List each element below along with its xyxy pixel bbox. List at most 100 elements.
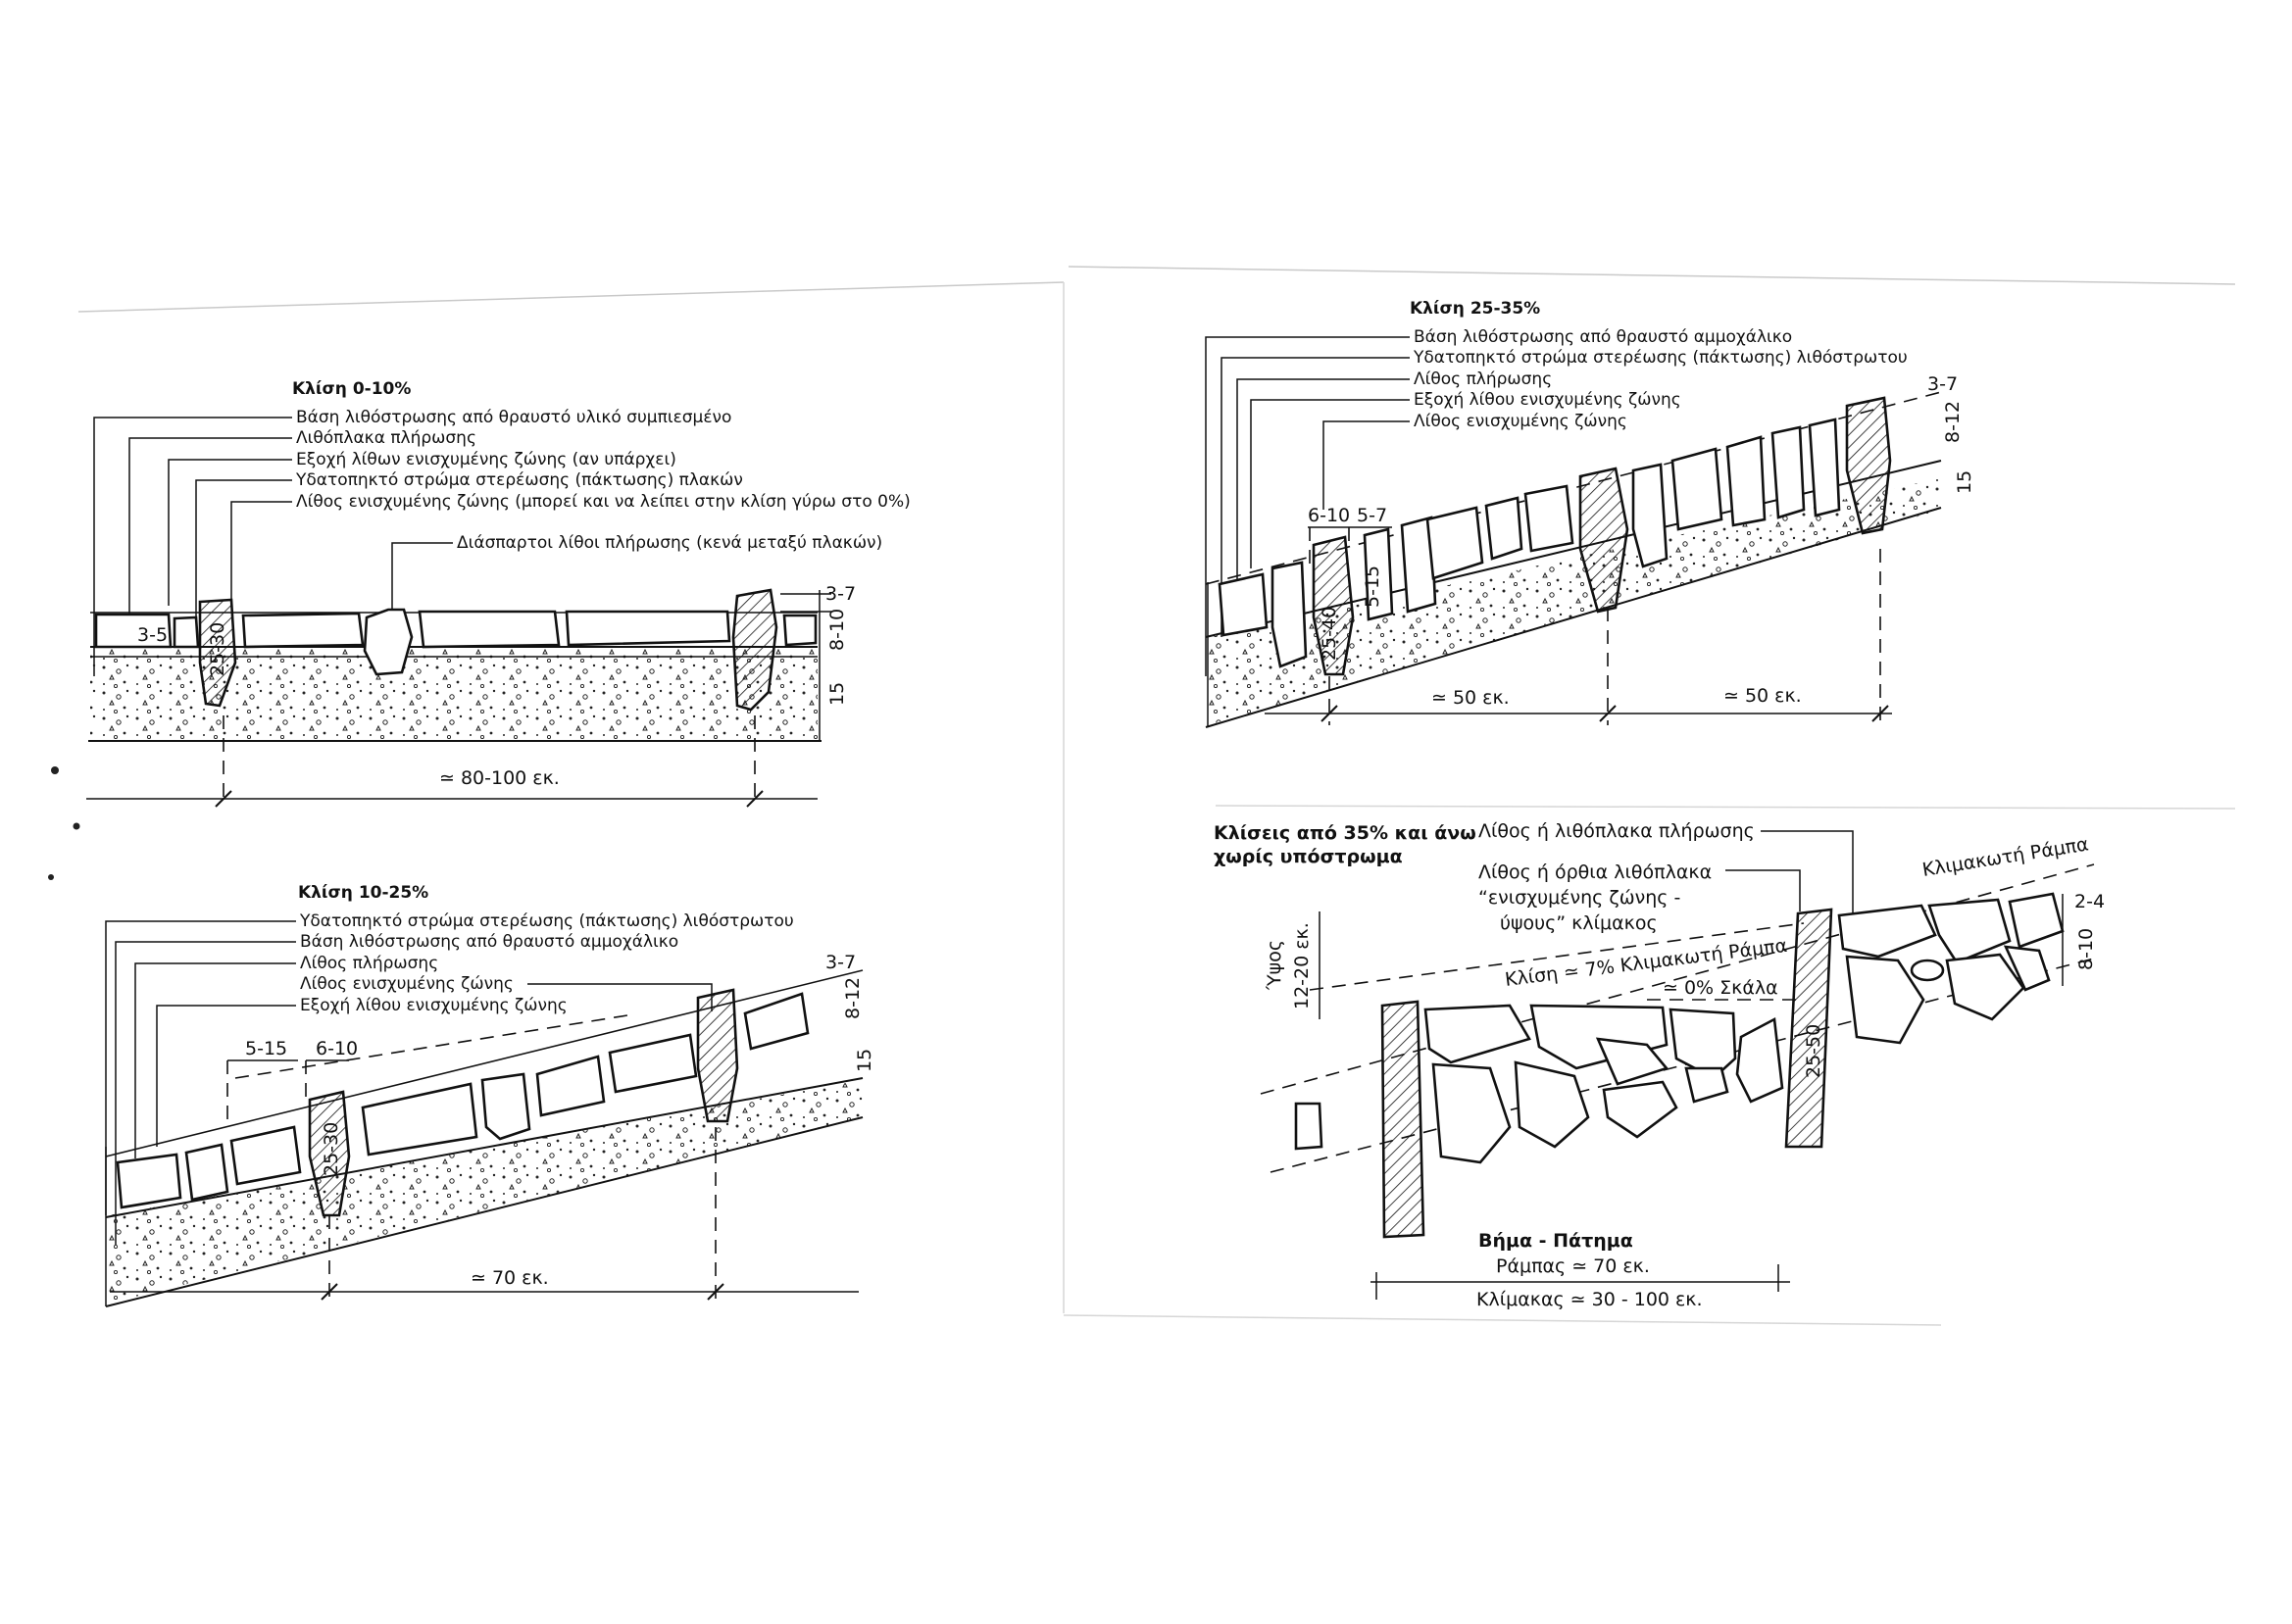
fill-stone [1725, 435, 1767, 527]
sheet-edge [1063, 1314, 1942, 1326]
fill-stone [361, 1082, 478, 1156]
dim-text: 15 [1954, 470, 1975, 494]
surface-line [105, 969, 864, 1157]
dim-tick [215, 790, 232, 808]
panel-d-title-1: Κλίσεις από 35% και άνω [1214, 822, 1476, 844]
fill-stone [1484, 496, 1523, 561]
dim-text: 5-15 [1362, 566, 1383, 608]
base-layer [1208, 478, 1941, 725]
edge-stone [308, 1090, 351, 1217]
panel-c-label-3: Λίθος πλήρωσης [1414, 369, 1552, 389]
edge-stone [1578, 467, 1629, 614]
dim-text: 3-7 [825, 952, 856, 973]
fill-stone [1218, 572, 1269, 637]
dim-tick [707, 1283, 724, 1301]
fill-stone [1808, 418, 1841, 517]
leader-line [105, 920, 296, 1215]
span-dimension: ≃ 50 εκ. [1723, 685, 1802, 707]
label-edge-3: ύψους” κλίμακος [1500, 912, 1658, 934]
panel-a-title: Κλίση 0-10% [292, 379, 411, 399]
scan-speck [51, 766, 59, 774]
dim-text: 3-5 [137, 624, 168, 646]
fill-stone [1363, 527, 1394, 621]
leader-line [93, 417, 292, 676]
bottom-line [105, 1116, 864, 1307]
fill-stone [229, 1125, 302, 1186]
leader-line [1322, 420, 1410, 510]
panel-b-label-4: Λίθος ενισχυμένης ζώνης [300, 974, 514, 994]
panel-c-label-5: Λίθος ενισχυμένης ζώνης [1414, 412, 1627, 431]
riser-slab [1380, 1000, 1425, 1239]
height-label: Ύψος [1264, 940, 1285, 991]
bottom-line [1205, 507, 1942, 728]
fill-slab [94, 613, 173, 649]
dim-tick [321, 1283, 338, 1301]
stair-label: ≃ 0% Σκάλα [1663, 977, 1778, 999]
setting-layer-line [105, 1077, 864, 1218]
label-edge-2: “ενισχυμένης ζώνης - [1478, 887, 1680, 909]
scan-speck [73, 822, 80, 830]
panel-b-label-3: Λίθος πλήρωσης [300, 954, 438, 973]
panel-a-label-4: Υδατοπηκτό στρώμα στερέωσης (πάκτωσης) π… [295, 470, 743, 490]
panel-a-scatter-label: Διάσπαρτοι λίθοι πλήρωσης (κενά μεταξύ π… [457, 533, 882, 553]
leader-line [195, 479, 292, 639]
dim-text: 3-7 [825, 583, 856, 605]
dim-text: 25-50 [1803, 1024, 1824, 1078]
edge-stone [198, 598, 237, 708]
label-edge-1: Λίθος ή όρθια λιθόπλακα [1478, 861, 1712, 883]
fill-stone [184, 1143, 229, 1202]
panel-slope-25-35: Κλίση 25-35% Βάση λιθόστρωσης από θραυστ… [1205, 299, 1975, 728]
panel-b-label-2: Βάση λιθόστρωσης από θραυστό αμμοχάλικο [300, 932, 678, 952]
edge-stone [1845, 396, 1892, 535]
dim-text: 8-10 [826, 609, 848, 651]
fill-stone [1294, 1102, 1323, 1151]
fill-stone [1523, 484, 1574, 553]
panel-b-title: Κλίση 10-25% [298, 883, 428, 903]
leader-line [1221, 357, 1410, 637]
leader-line [1236, 378, 1410, 588]
leader-line [1725, 869, 1801, 911]
leader-line [1250, 399, 1410, 568]
fill-stone [2008, 892, 2065, 949]
height-value: 12-20 εκ. [1291, 922, 1313, 1009]
fill-stone [1845, 955, 1925, 1045]
dim-text: 25-40 [1319, 607, 1340, 661]
fill-stone [1425, 506, 1484, 580]
dim-tick [1599, 705, 1617, 722]
fill-stone [1684, 1066, 1729, 1104]
leader-line [128, 437, 292, 625]
dim-text: 5-15 [245, 1038, 287, 1059]
scan-speck [48, 874, 54, 880]
fill-stone [1927, 898, 2012, 964]
fill-slab [418, 610, 561, 649]
leader-line [1761, 830, 1854, 921]
sheet-edge [1215, 805, 2236, 810]
leader-line [115, 941, 296, 1245]
step-title: Βήμα - Πάτημα [1478, 1230, 1633, 1252]
panel-slope-10-25: Κλίση 10-25% Υδατοπηκτό στρώμα στερέωσης… [105, 883, 875, 1307]
panel-c-label-4: Εξοχή λίθου ενισχυμένης ζώνης [1414, 390, 1681, 410]
stair-length: Κλίμακας ≃ 30 - 100 εκ. [1476, 1289, 1703, 1310]
fill-stone [1423, 1004, 1531, 1064]
panel-c-label-1: Βάση λιθόστρωσης από θραυστό αμμοχάλικο [1414, 327, 1792, 347]
panel-a-label-2: Λιθόπλακα πλήρωσης [296, 428, 476, 448]
fill-stone [1670, 447, 1723, 531]
leader-line [156, 1005, 296, 1147]
ramp-guide [1309, 922, 1805, 991]
fill-stone [1271, 561, 1308, 668]
dim-tick [746, 790, 764, 808]
panel-slope-35-plus: Κλίσεις από 35% και άνω χωρίς υπόστρωμα … [1214, 820, 2105, 1310]
dim-text: 6-10 [316, 1038, 358, 1059]
panel-c-label-2: Υδατοπηκτό στρώμα στερέωσης (πάκτωσης) λ… [1413, 348, 1908, 368]
fill-stone [1945, 953, 2025, 1021]
dim-text: 8-12 [842, 977, 864, 1019]
fill-slab [241, 612, 365, 649]
dim-text: 15 [826, 682, 848, 706]
span-dimension: ≃ 80-100 εκ. [439, 767, 560, 789]
dim-text: 25-30 [207, 622, 228, 676]
dim-text: 8-12 [1942, 401, 1964, 443]
fill-stone [1735, 1016, 1784, 1104]
leader-line [168, 459, 292, 606]
sheet-edge [1068, 266, 2236, 285]
fill-stone [535, 1055, 606, 1117]
